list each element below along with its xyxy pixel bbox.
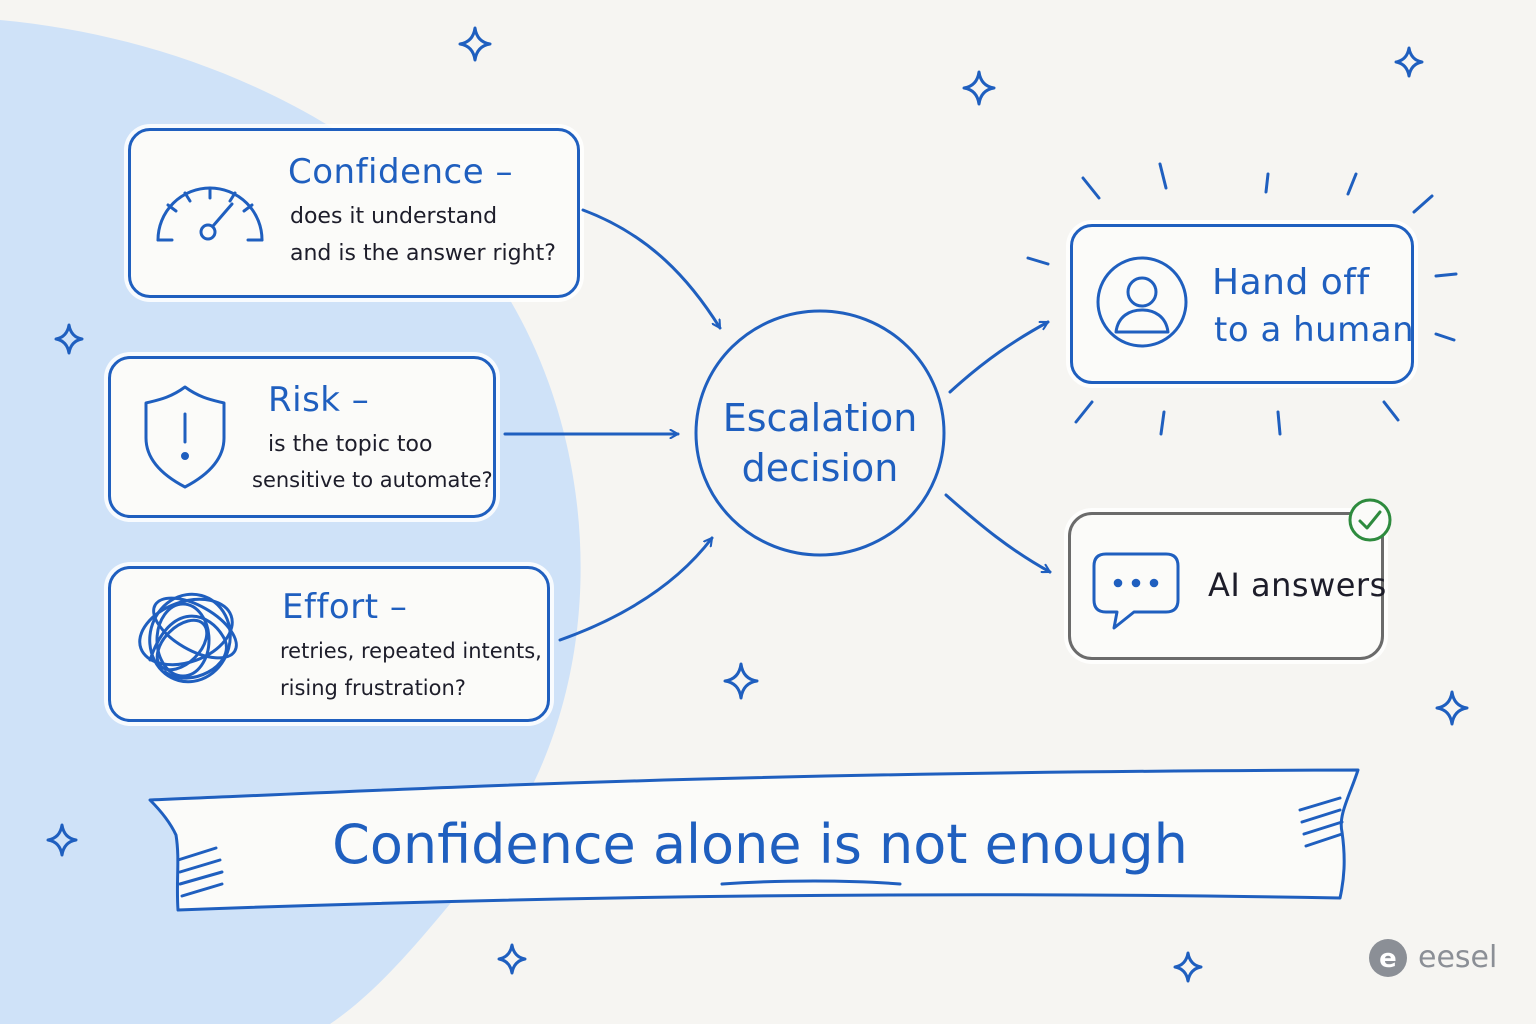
sparkle-icon bbox=[54, 323, 84, 355]
sparkle-icon bbox=[458, 26, 492, 62]
factor-box-risk bbox=[108, 356, 496, 518]
scribble-icon bbox=[138, 592, 238, 684]
sparkle-icon bbox=[1394, 46, 1424, 78]
arrow-confidence-to-decision bbox=[581, 208, 722, 330]
arrow-effort-to-decision bbox=[558, 536, 714, 642]
banner-text-before: Confidence bbox=[332, 813, 653, 876]
person-icon bbox=[1096, 256, 1188, 348]
shield-alert-icon bbox=[144, 385, 226, 489]
sparkle-icon bbox=[723, 662, 759, 700]
decision-circle bbox=[694, 309, 946, 557]
factor-desc-risk-line2: sensitive to automate? bbox=[252, 468, 493, 492]
banner-emphasis: alone bbox=[652, 813, 802, 876]
decision-label-line2: decision bbox=[741, 446, 899, 490]
brand-name: eesel bbox=[1418, 940, 1498, 975]
outcome-ai-answers-label: AI answers bbox=[1208, 566, 1387, 604]
sparkles bbox=[46, 26, 1469, 983]
arrow-decision-to-handoff bbox=[948, 320, 1050, 394]
outcome-box-handoff bbox=[1070, 224, 1414, 384]
check-circle-icon bbox=[1348, 498, 1392, 542]
factor-desc-confidence-line2: and is the answer right? bbox=[290, 241, 556, 266]
gauge-icon bbox=[156, 186, 264, 242]
outcome-handoff-line2: to a human bbox=[1214, 310, 1415, 350]
banner-ribbon bbox=[148, 768, 1360, 912]
factor-desc-confidence-line1: does it understand bbox=[290, 204, 498, 229]
sparkle-icon bbox=[1173, 951, 1203, 983]
factor-title-confidence: Confidence – bbox=[288, 152, 513, 192]
emphasis-rays bbox=[1026, 162, 1458, 436]
decision-label-line1: Escalation bbox=[722, 396, 918, 440]
arrow-decision-to-ai-answers bbox=[944, 493, 1052, 574]
factor-title-effort: Effort – bbox=[282, 587, 408, 627]
banner-text-after: is not enough bbox=[801, 813, 1188, 876]
sparkle-icon bbox=[962, 70, 996, 106]
sparkle-icon bbox=[46, 823, 78, 857]
eesel-logo-icon: e bbox=[1369, 939, 1407, 977]
factor-title-risk: Risk – bbox=[268, 380, 370, 420]
chat-bubble-icon bbox=[1092, 552, 1180, 630]
factor-box-confidence bbox=[128, 128, 580, 298]
factor-box-effort bbox=[108, 566, 550, 722]
factor-desc-effort-line1: retries, repeated intents, bbox=[280, 639, 542, 663]
logo-letter: e bbox=[1379, 944, 1397, 974]
banner-text: Confidence alone is not enough bbox=[180, 800, 1340, 890]
banner-emphasis-underline bbox=[720, 879, 902, 886]
sparkle-icon bbox=[497, 943, 527, 975]
outcome-handoff-line1: Hand off bbox=[1212, 262, 1370, 303]
factor-desc-risk-line1: is the topic too bbox=[268, 432, 433, 457]
sparkle-icon bbox=[1435, 690, 1469, 726]
factor-desc-effort-line2: rising frustration? bbox=[280, 676, 466, 700]
